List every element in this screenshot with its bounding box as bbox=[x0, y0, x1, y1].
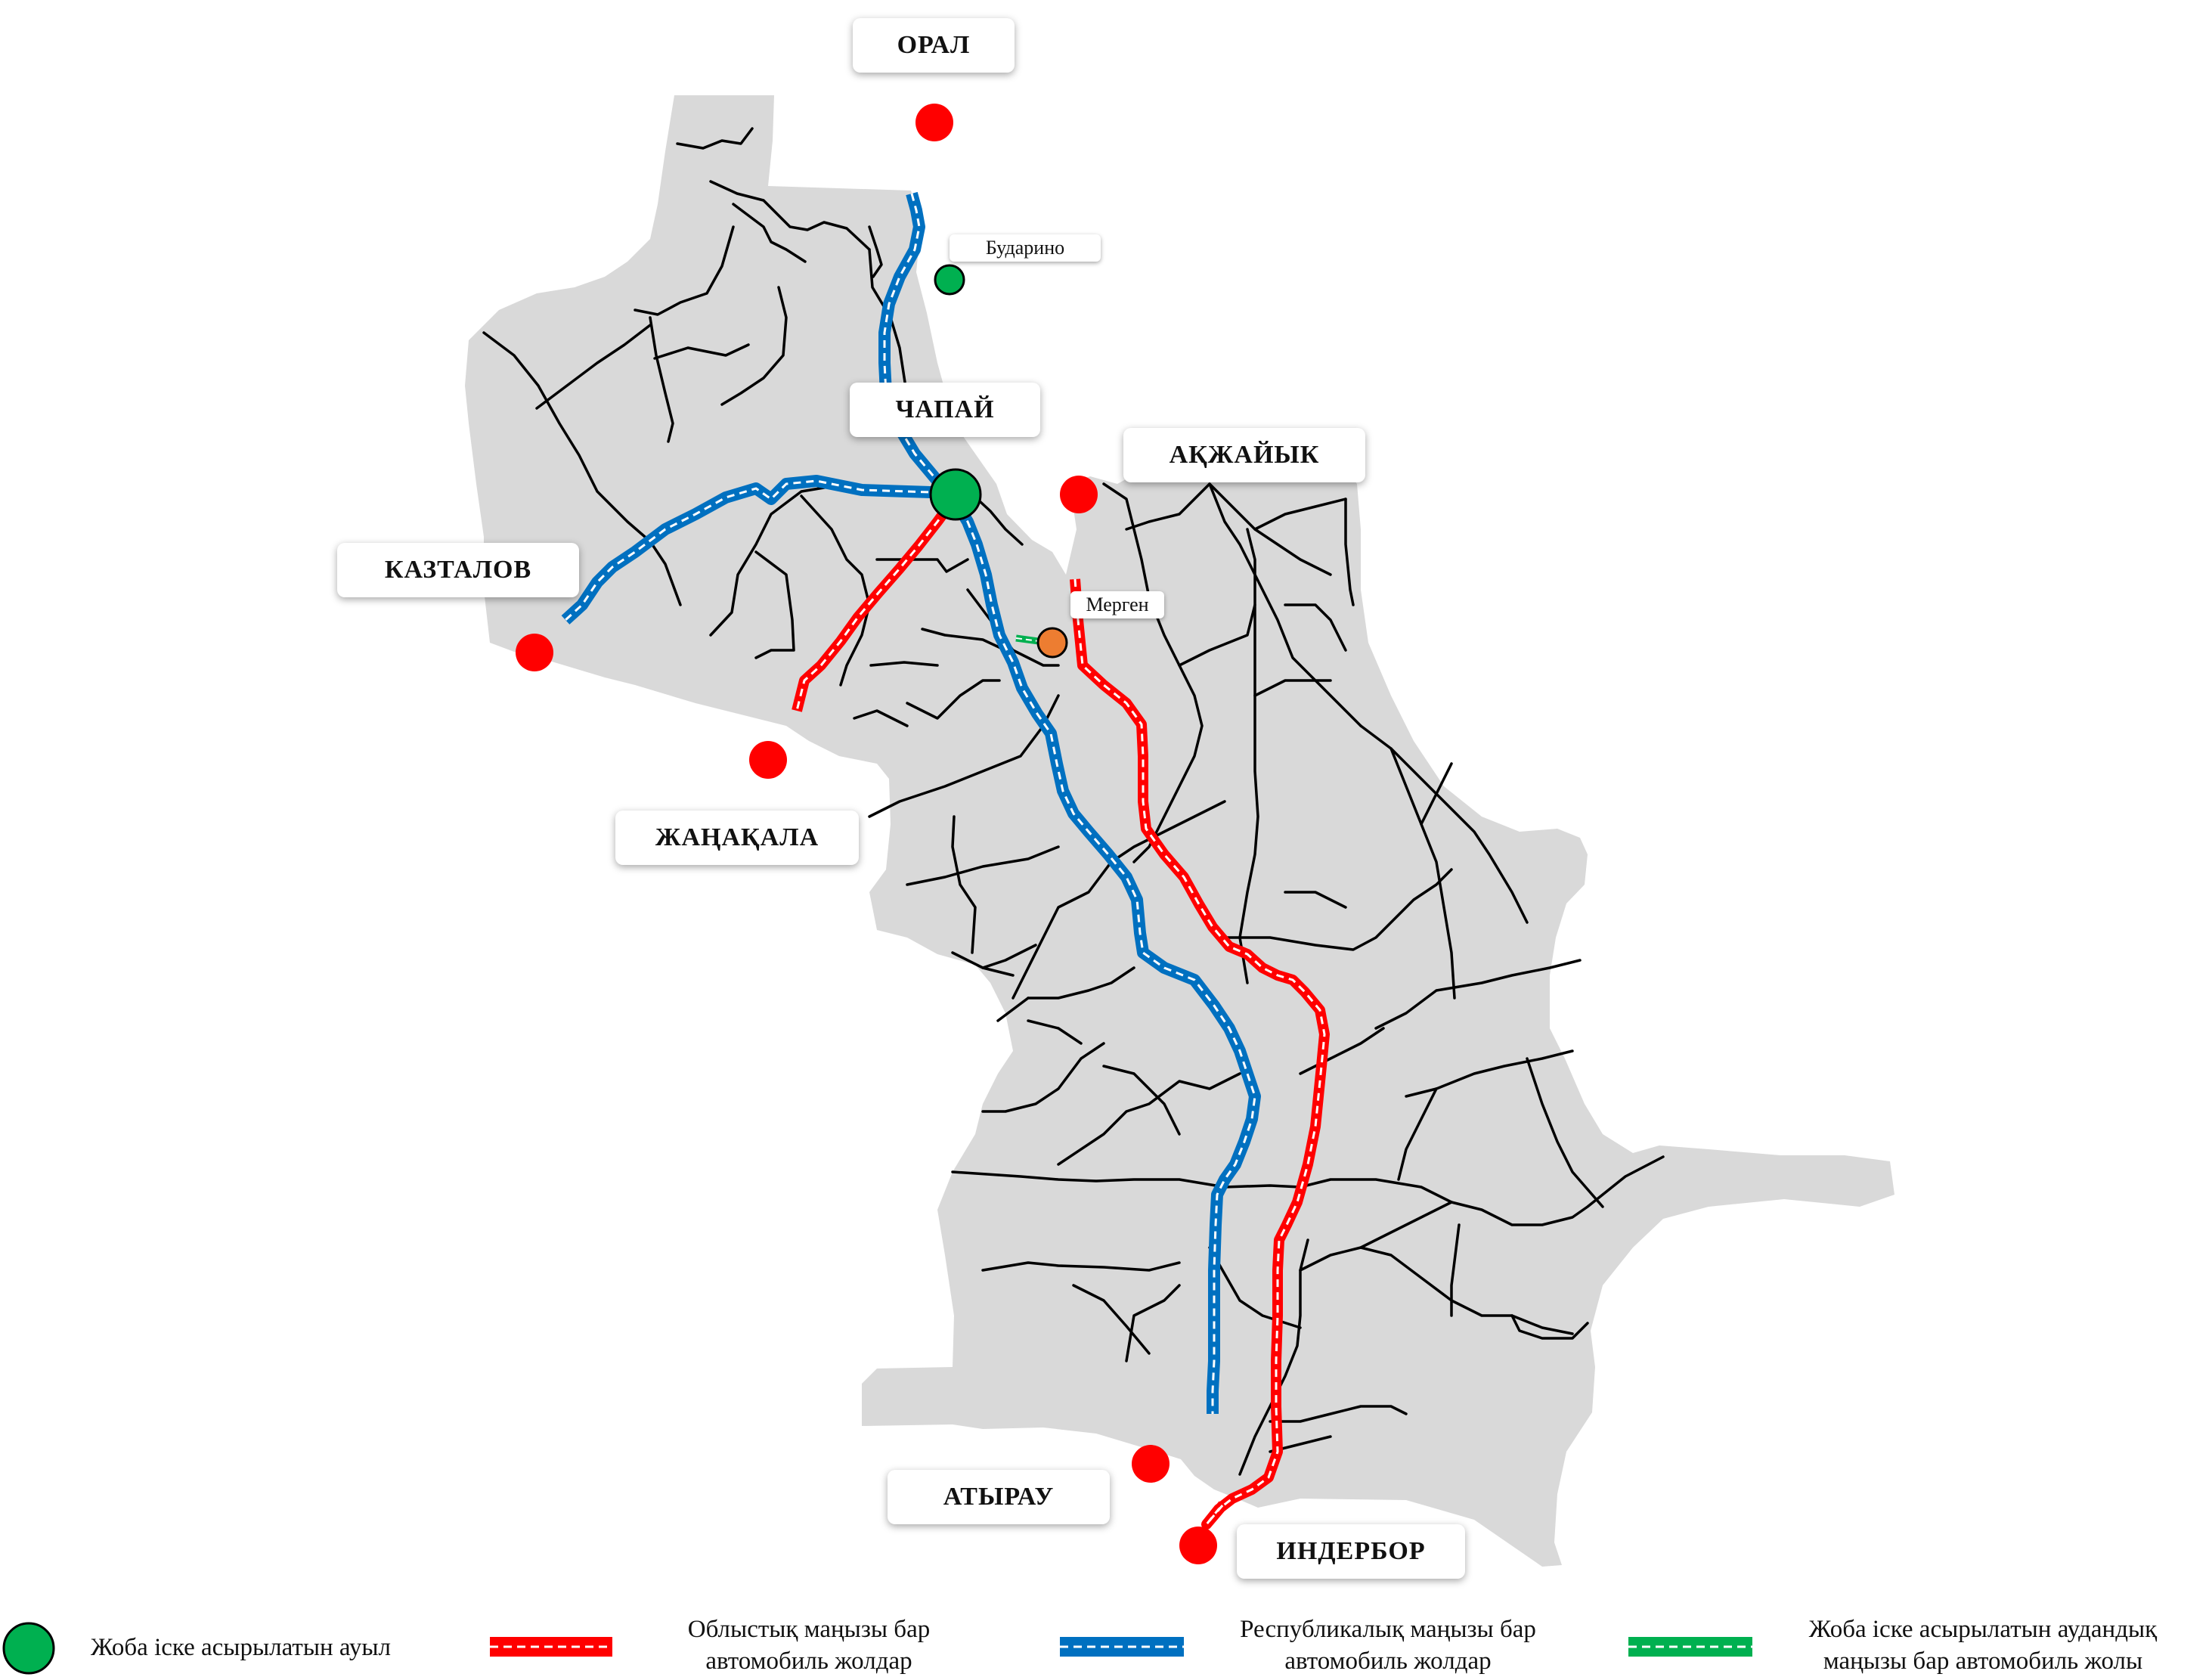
budarino-marker bbox=[934, 264, 965, 296]
legend-regional-line2: автомобиль жолдар bbox=[705, 1648, 912, 1675]
label-oral: ОРАЛ bbox=[853, 18, 1015, 73]
label-mergen: Мерген bbox=[1070, 591, 1164, 618]
label-inderbor: ИНДЕРБОР bbox=[1237, 1524, 1465, 1579]
label-kaztalov: КАЗТАЛОВ bbox=[337, 543, 579, 597]
legend-regional-line1: Облыстық маңызы бар bbox=[687, 1616, 931, 1643]
label-zhanakala: ЖАҢАҚАЛА bbox=[615, 811, 859, 865]
city-markers bbox=[516, 104, 1217, 1564]
legend-republican-line1: Республикалық маңызы бар bbox=[1240, 1616, 1536, 1643]
label-akzhaiyk: АҚЖАЙЫК bbox=[1123, 428, 1365, 482]
legend-district-text: Жоба іске асырылатын аудандық маңызы бар… bbox=[1760, 1613, 2206, 1677]
inderbor-marker bbox=[1179, 1527, 1217, 1564]
legend-village-label: Жоба іске асырылатын ауыл bbox=[91, 1634, 392, 1661]
legend-regional-text: Облыстық маңызы бар автомобиль жолдар bbox=[620, 1613, 998, 1677]
chapai-marker bbox=[929, 468, 982, 521]
legend-district-line2: маңызы бар автомобиль жолы bbox=[1823, 1648, 2143, 1675]
label-budarino: Бударино bbox=[950, 234, 1101, 262]
legend-republican-text: Республикалық маңызы бар автомобиль жолд… bbox=[1191, 1613, 1585, 1677]
legend-district-line1: Жоба іске асырылатын аудандық bbox=[1808, 1616, 2158, 1643]
atyrau-marker bbox=[1132, 1445, 1170, 1483]
legend-republican-line2: автомобиль жолдар bbox=[1284, 1648, 1492, 1675]
legend-village-icon bbox=[2, 1622, 55, 1675]
mergen-marker bbox=[1036, 627, 1068, 659]
region-shape bbox=[465, 95, 1894, 1567]
kaztalov-marker bbox=[516, 634, 553, 671]
zhanakala-marker bbox=[749, 741, 787, 779]
local-roads bbox=[482, 127, 1665, 1476]
oral-marker bbox=[915, 104, 953, 141]
regional-roads bbox=[792, 495, 1330, 1530]
legend-village-text: Жоба іске асырылатын ауыл bbox=[91, 1632, 454, 1663]
akzhaiyk-marker bbox=[1060, 476, 1098, 513]
label-chapai: ЧАПАЙ bbox=[850, 383, 1040, 437]
label-atyrau: АТЫРАУ bbox=[888, 1470, 1110, 1524]
